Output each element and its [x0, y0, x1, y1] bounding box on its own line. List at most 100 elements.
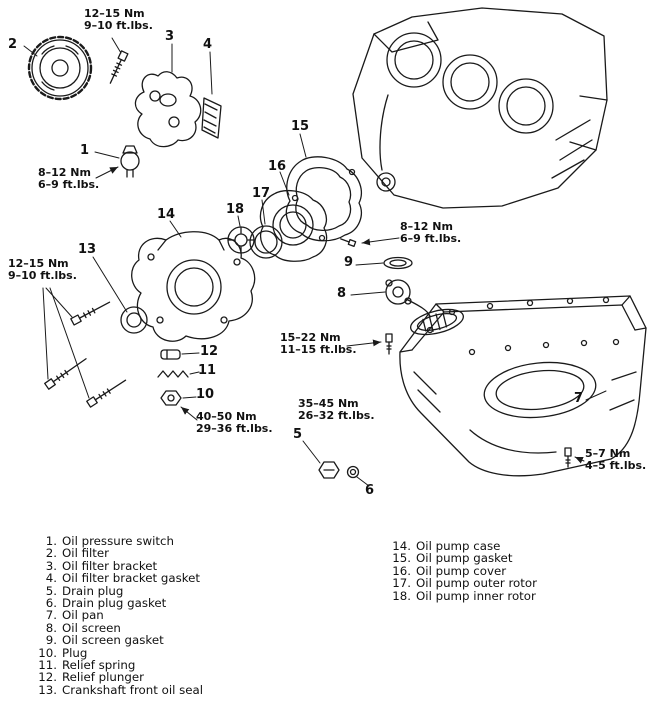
callout-7: 7 — [574, 391, 584, 406]
legend-text: Relief plunger — [62, 670, 144, 685]
legend-item-16: 16. Oil pump cover — [390, 563, 537, 578]
callout-12: 12 — [200, 344, 219, 359]
legend-item-2: 2. Oil filter — [36, 546, 203, 561]
legend-number: 8. — [45, 620, 57, 635]
pressure-switch-art — [120, 145, 140, 178]
legend-text: Oil filter bracket — [62, 558, 158, 573]
legend-number: 13. — [38, 682, 57, 697]
legend-number: 2. — [45, 546, 57, 561]
torque-label-oil-pressure-switch: 8–12 Nm 6–9 ft.lbs. — [38, 167, 99, 191]
legend-item-17: 17. Oil pump outer rotor — [390, 576, 537, 591]
legend-item-12: 12. Relief plunger — [36, 670, 203, 685]
callout-13: 13 — [78, 242, 97, 257]
callout-16: 16 — [268, 159, 287, 174]
legend-item-13: 13.Crankshaft front oil seal — [36, 682, 203, 697]
torque-label-oil-pan-bolt: 5–7 Nm 4–5 ft.lbs. — [585, 448, 646, 472]
legend-item-7: 7.Oil pan — [36, 608, 203, 623]
legend-number: 12. — [38, 670, 57, 685]
torque-nm: 35–45 Nm — [298, 397, 359, 410]
torque-label-pump-cover-bolt: 8–12 Nm 6–9 ft.lbs. — [400, 221, 461, 245]
relief-spring-art — [157, 370, 189, 378]
legend-text: Oil screen gasket — [62, 633, 164, 648]
legend-text: Drain plug gasket — [62, 596, 167, 611]
drain-gasket-art — [346, 465, 360, 479]
callout-10: 10 — [196, 387, 215, 402]
legend-text: Oil pump cover — [416, 563, 507, 578]
torque-nm: 15–22 Nm — [280, 331, 341, 344]
legend-text: Oil pump gasket — [416, 551, 513, 566]
legend-number: 3. — [45, 558, 57, 573]
legend-number: 10. — [38, 645, 57, 660]
callout-11: 11 — [198, 363, 217, 378]
torque-nm: 5–7 Nm — [585, 447, 631, 460]
bracket-gasket-art — [201, 97, 222, 139]
torque-ftlbs: 11–15 ft.lbs. — [280, 343, 357, 356]
legend-text: Oil pump inner rotor — [416, 588, 536, 603]
callout-3: 3 — [165, 29, 175, 44]
legend-item-3: 3. Oil filter bracket — [36, 558, 203, 573]
legend-item-10: 10.Plug — [36, 645, 203, 660]
case-bolt-1-art — [70, 301, 111, 326]
case-bolt-2-art — [44, 358, 87, 390]
callout-17: 17 — [252, 186, 271, 201]
torque-label-oil-screen-bolt: 15–22 Nm 11–15 ft.lbs. — [280, 332, 357, 356]
torque-nm: 12–15 Nm — [8, 257, 69, 270]
relief-plunger-art — [160, 349, 181, 360]
legend-number: 15. — [392, 551, 411, 566]
pump-cover-art — [259, 189, 328, 262]
arrow-lines — [95, 166, 585, 464]
torque-ftlbs: 6–9 ft.lbs. — [38, 178, 100, 191]
callout-2: 2 — [8, 37, 18, 52]
torque-ftlbs: 26–32 ft.lbs. — [298, 409, 375, 422]
legend-number: 14. — [392, 539, 411, 553]
legend-text: Oil pump case — [416, 539, 501, 553]
legend-number: 17. — [392, 576, 411, 591]
legend-item-5: 5. Drain plug — [36, 583, 203, 598]
plug-art — [160, 390, 182, 406]
legend-item-1: 1.Oil pressure switch — [36, 534, 203, 548]
drain-plug-art — [318, 461, 340, 479]
legend-item-6: 6.Drain plug gasket — [36, 596, 203, 611]
torque-label-drain-plug: 35–45 Nm 26–32 ft.lbs. — [298, 398, 375, 422]
torque-ftlbs: 29–36 ft.lbs. — [196, 422, 273, 435]
legend-item-11: 11.Relief spring — [36, 658, 203, 673]
legend-text: Drain plug — [62, 583, 124, 598]
legend-item-18: 18. Oil pump inner rotor — [390, 588, 537, 603]
oil-filter-art — [27, 35, 93, 101]
legend-text: Oil screen — [62, 620, 121, 635]
legend-text: Oil filter — [62, 546, 110, 561]
legend-text: Relief spring — [62, 658, 136, 673]
callout-15: 15 — [291, 119, 310, 134]
legend-number: 18. — [392, 588, 411, 603]
pan-bolt-art — [564, 447, 572, 468]
legend-number: 16. — [392, 563, 411, 578]
torque-ftlbs: 6–9 ft.lbs. — [400, 232, 462, 245]
torque-nm: 8–12 Nm — [38, 166, 91, 179]
torque-nm: 12–15 Nm — [84, 7, 145, 20]
screen-gasket-art — [383, 256, 413, 270]
legend-right-column: 14. Oil pump case 15. Oil pump gasket 16. O… — [390, 540, 537, 602]
filter-bracket-art — [134, 71, 202, 148]
cover-bolt-art — [340, 238, 357, 248]
oil-pan-art — [399, 295, 647, 477]
torque-ftlbs: 9–10 ft.lbs. — [84, 19, 153, 32]
pump-gasket-art — [285, 156, 362, 242]
legend-number: 9. — [45, 633, 57, 648]
callout-18: 18 — [226, 202, 245, 217]
leader-lines — [23, 37, 607, 487]
oil-screen-art — [385, 279, 464, 336]
outer-rotor-art — [249, 225, 283, 259]
torque-ftlbs: 9–10 ft.lbs. — [8, 269, 77, 282]
legend-number: 1. — [45, 534, 57, 548]
case-bolt-3-art — [86, 379, 127, 408]
torque-nm: 40–50 Nm — [196, 410, 257, 423]
legend-number: 5. — [45, 583, 57, 598]
legend-left-column: 1.Oil pressure switch 2. Oil filter 3. Oil… — [36, 534, 203, 697]
legend-text: Oil pump outer rotor — [416, 576, 537, 591]
legend-number: 7. — [45, 608, 57, 623]
callout-6: 6 — [365, 483, 375, 498]
torque-label-relief-plug: 40–50 Nm 29–36 ft.lbs. — [196, 411, 273, 435]
torque-label-filter-bracket-bolt: 12–15 Nm 9–10 ft.lbs. — [84, 8, 153, 32]
